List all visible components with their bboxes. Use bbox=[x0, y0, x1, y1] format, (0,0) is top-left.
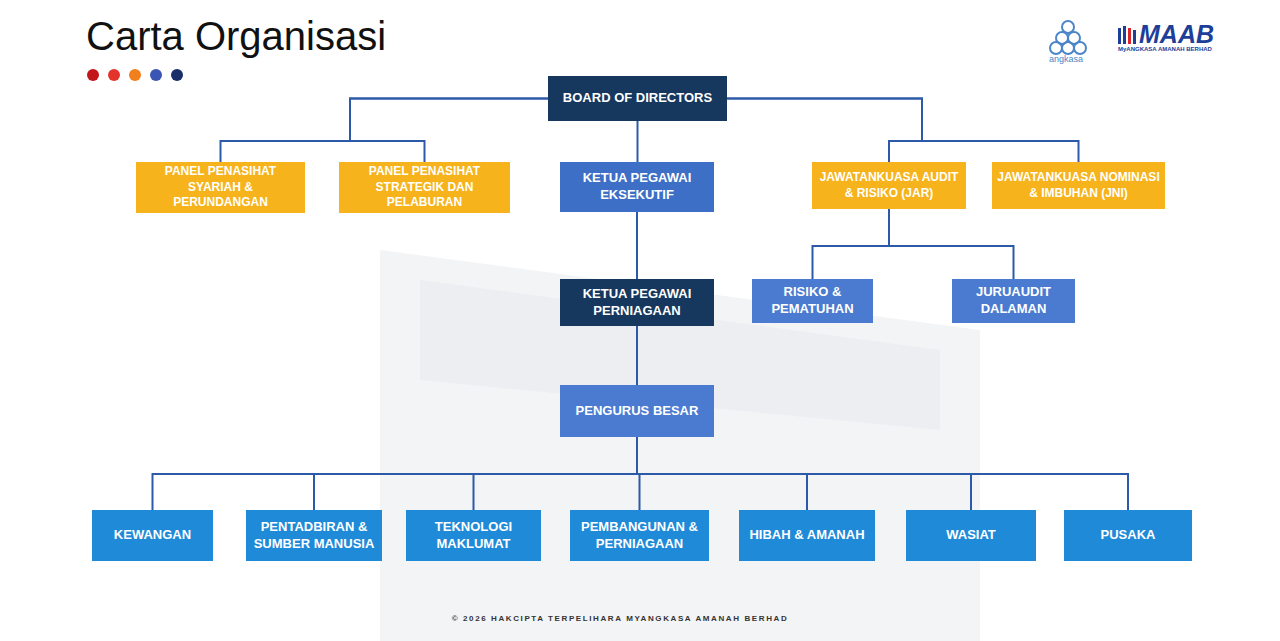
logo-text: angkasa bbox=[1049, 55, 1083, 64]
ceo-box: KETUA PEGAWAI EKSEKUTIF bbox=[560, 162, 714, 212]
unit-box: JURUAUDIT DALAMAN bbox=[952, 279, 1075, 323]
advisory-panel-box: PANEL PENASIHAT SYARIAH & PERUNDANGAN bbox=[136, 162, 305, 213]
accent-dot bbox=[171, 69, 183, 81]
box-label: PEMBANGUNAN & PERNIAGAAN bbox=[574, 519, 705, 553]
org-connector bbox=[474, 437, 638, 510]
box-label: PUSAKA bbox=[1101, 527, 1156, 544]
department-box: WASIAT bbox=[906, 510, 1036, 561]
general-manager-box: PENGURUS BESAR bbox=[560, 385, 714, 437]
committee-box: JAWATANKUASA AUDIT & RISIKO (JAR) bbox=[812, 162, 966, 209]
department-box: KEWANGAN bbox=[92, 510, 213, 561]
box-label: PANEL PENASIHAT STRATEGIK DAN PELABURAN bbox=[343, 164, 506, 211]
box-label: JAWATANKUASA AUDIT & RISIKO (JAR) bbox=[816, 170, 962, 201]
decoration bbox=[87, 21, 1136, 641]
box-label: KETUA PEGAWAI PERNIAGAAN bbox=[564, 286, 710, 320]
department-box: HIBAH & AMANAH bbox=[739, 510, 875, 561]
advisory-panel-box: PANEL PENASIHAT STRATEGIK DAN PELABURAN bbox=[339, 162, 510, 213]
org-connector bbox=[314, 437, 637, 510]
box-label: JAWATANKUASA NOMINASI & IMBUHAN (JNI) bbox=[996, 170, 1161, 201]
connector-layer bbox=[153, 99, 1129, 511]
org-connector bbox=[636, 212, 638, 279]
box-label: WASIAT bbox=[946, 527, 996, 544]
watermark-building bbox=[380, 250, 980, 641]
chart-title: Carta Organisasi bbox=[86, 14, 386, 59]
department-box: PUSAKA bbox=[1064, 510, 1192, 561]
box-label: PENTADBIRAN & SUMBER MANUSIA bbox=[250, 519, 378, 553]
org-connector bbox=[636, 326, 638, 385]
accent-dot bbox=[129, 69, 141, 81]
department-box: TEKNOLOGI MAKLUMAT bbox=[406, 510, 541, 561]
org-connector bbox=[153, 437, 638, 510]
copyright-footer: © 2026 HAKCIPTA TERPELIHARA MYANGKASA AM… bbox=[0, 614, 1240, 623]
box-label: PANEL PENASIHAT SYARIAH & PERUNDANGAN bbox=[140, 164, 301, 211]
box-label: RISIKO & PEMATUHAN bbox=[756, 284, 869, 318]
committee-box: JAWATANKUASA NOMINASI & IMBUHAN (JNI) bbox=[992, 162, 1165, 209]
box-label: KEWANGAN bbox=[114, 527, 191, 544]
department-box: PEMBANGUNAN & PERNIAGAAN bbox=[570, 510, 709, 561]
board-box: BOARD OF DIRECTORS bbox=[548, 76, 727, 121]
cbo-box: KETUA PEGAWAI PERNIAGAAN bbox=[560, 279, 714, 326]
org-connector bbox=[889, 209, 1014, 279]
accent-dot bbox=[87, 69, 99, 81]
org-connector bbox=[813, 209, 890, 279]
box-label: JURUAUDIT DALAMAN bbox=[956, 284, 1071, 318]
watermark-band bbox=[420, 280, 940, 430]
box-label: HIBAH & AMANAH bbox=[749, 527, 864, 544]
org-connector bbox=[637, 437, 1128, 510]
accent-dot bbox=[150, 69, 162, 81]
logo-text: MAAB bbox=[1139, 22, 1214, 47]
box-label: TEKNOLOGI MAKLUMAT bbox=[410, 519, 537, 553]
org-connector bbox=[350, 99, 548, 163]
box-label: BOARD OF DIRECTORS bbox=[563, 90, 712, 107]
angkasa-logo bbox=[1050, 21, 1086, 54]
logo-subtext: MyANGKASA AMANAH BERHAD bbox=[1118, 46, 1212, 52]
box-label: KETUA PEGAWAI EKSEKUTIF bbox=[564, 170, 710, 204]
box-label: PENGURUS BESAR bbox=[576, 403, 699, 420]
accent-dot bbox=[108, 69, 120, 81]
org-connector bbox=[221, 99, 549, 163]
maab-logo-bars bbox=[1118, 26, 1136, 44]
org-connector bbox=[637, 121, 639, 162]
org-connector bbox=[727, 99, 922, 163]
unit-box: RISIKO & PEMATUHAN bbox=[752, 279, 873, 323]
org-connector bbox=[727, 99, 1079, 163]
department-box: PENTADBIRAN & SUMBER MANUSIA bbox=[246, 510, 382, 561]
